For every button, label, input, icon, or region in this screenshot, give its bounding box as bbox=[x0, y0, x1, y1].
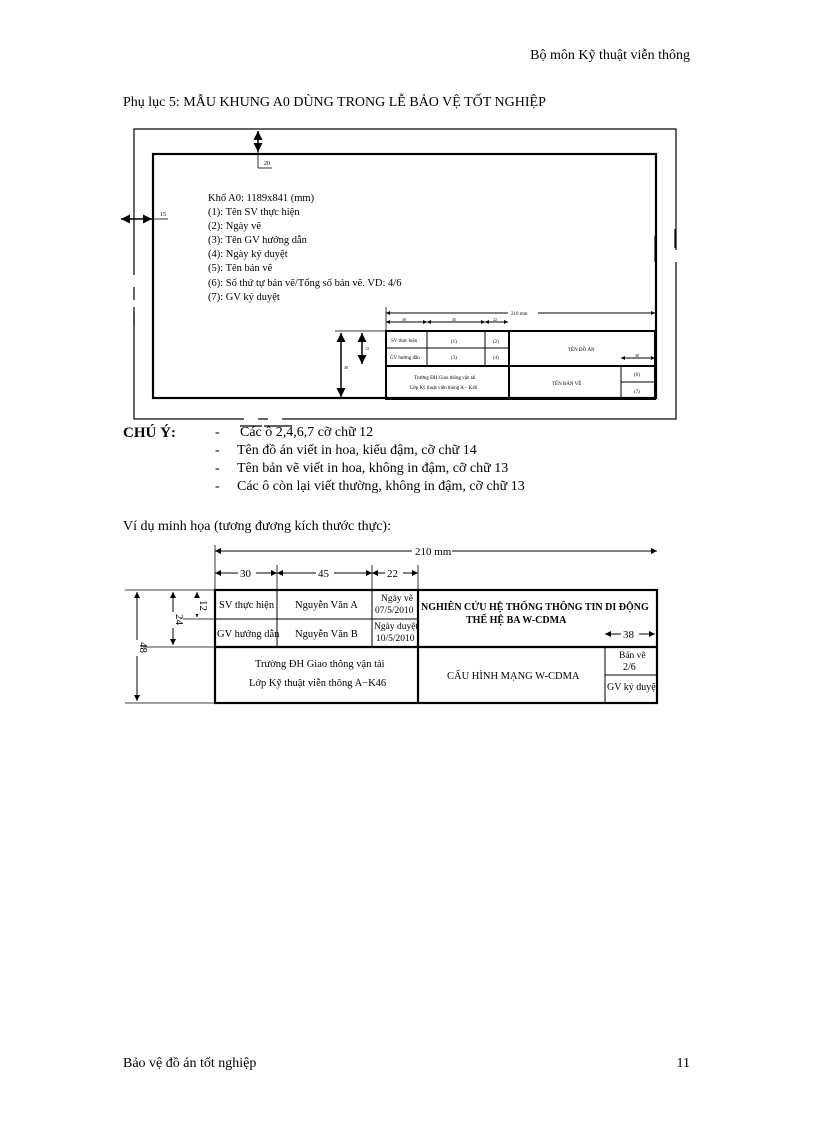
ex-h-small: 12 bbox=[197, 600, 209, 611]
legend-line: (2): Ngày vẽ bbox=[208, 221, 261, 232]
small-cell-6: (6) bbox=[634, 373, 640, 378]
dim-top-label: 20 bbox=[264, 161, 270, 167]
legend-line: (3): Tên GV hướng dẫn bbox=[208, 235, 308, 246]
frame-break-marks bbox=[131, 250, 679, 422]
note-text: Các ô 2,4,6,7 cỡ chữ 12 bbox=[240, 425, 374, 440]
small-right-dim: 38 bbox=[635, 353, 639, 358]
ex-h-mid: 24 bbox=[173, 614, 185, 626]
note-text: Tên đồ án viết in hoa, kiểu đậm, cỡ chữ … bbox=[237, 443, 477, 458]
example-title-block: 210 mm 30 45 22 48 24 12 38 bbox=[125, 544, 659, 705]
legend-line: (7): GV ký duyệt bbox=[208, 292, 280, 303]
small-title-block bbox=[385, 330, 656, 400]
ex-drawing-name: CẤU HÌNH MẠNG W-CDMA bbox=[447, 669, 580, 682]
a0-frame-diagram: 20 15 Khổ A0: 1189x841 (mm) (1): Tên SV … bbox=[121, 128, 679, 427]
ex-col-c: 22 bbox=[387, 568, 398, 580]
ex-width-label: 210 mm bbox=[415, 546, 452, 558]
frame-legend: Khổ A0: 1189x841 (mm) (1): Tên SV thực h… bbox=[208, 193, 401, 303]
ex-school-1: Trường ĐH Giao thông vận tải bbox=[255, 659, 385, 670]
ex-sheet-label: Bản vẽ bbox=[619, 651, 646, 661]
legend-line: (6): Số thứ tự bản vẽ/Tổng số bản vẽ. VD… bbox=[208, 278, 401, 289]
ex-h-total: 48 bbox=[137, 642, 149, 654]
outer-sheet bbox=[133, 128, 677, 420]
appendix-title: Phụ lục 5: MẪU KHUNG A0 DÙNG TRONG LỄ BẢ… bbox=[123, 95, 546, 110]
small-col-c: 22 bbox=[493, 317, 497, 322]
note-item: -Tên bản vẽ viết in hoa, không in đậm, c… bbox=[215, 461, 509, 476]
note-item: -Các ô 2,4,6,7 cỡ chữ 12 bbox=[215, 425, 374, 440]
small-cell-2: (2) bbox=[493, 340, 499, 345]
legend-line: (4): Ngày ký duyệt bbox=[208, 249, 288, 260]
small-project: TÊN ĐỒ ÁN bbox=[568, 347, 595, 353]
small-cell-4: (4) bbox=[493, 356, 499, 361]
ex-project-line-2: THẾ HỆ BA W-CDMA bbox=[466, 613, 567, 626]
small-cell-3: (3) bbox=[451, 356, 457, 361]
dim-left-label: 15 bbox=[160, 212, 166, 218]
legend-line: Khổ A0: 1189x841 (mm) bbox=[208, 193, 315, 204]
ex-date-approve: 10/5/2010 bbox=[376, 634, 415, 644]
footer-title: Bảo vệ đồ án tốt nghiệp bbox=[123, 1056, 257, 1071]
legend-line: (1): Tên SV thực hiện bbox=[208, 207, 300, 218]
ex-sv-name: Nguyễn Văn A bbox=[295, 600, 358, 611]
ex-school-2: Lớp Kỹ thuật viễn thông A−K46 bbox=[249, 678, 386, 689]
page-number: 11 bbox=[676, 1056, 690, 1071]
small-h-total: 48 bbox=[344, 365, 348, 370]
example-title: Ví dụ minh họa (tương đương kích thước t… bbox=[123, 519, 391, 534]
small-school-2: Lớp Kỹ thuật viễn thông A – K46 bbox=[410, 385, 478, 391]
ex-gv-name: Nguyễn Văn B bbox=[295, 629, 358, 640]
ex-date-draw-label: Ngày vẽ bbox=[381, 594, 413, 604]
note-text: Tên bản vẽ viết in hoa, không in đậm, cỡ… bbox=[237, 461, 509, 476]
ex-sv-label: SV thực hiện bbox=[219, 600, 275, 611]
page-header: Bộ môn Kỹ thuật viễn thông bbox=[530, 48, 690, 63]
ex-col-a: 30 bbox=[240, 568, 252, 580]
small-gv-label: GV hướng dẫn bbox=[390, 355, 420, 361]
ex-col-b: 45 bbox=[318, 568, 330, 580]
note-text: Các ô còn lại viết thường, không in đậm,… bbox=[237, 479, 525, 494]
small-sv-label: SV thực hiện bbox=[391, 339, 418, 344]
ex-approver: GV ký duyệt bbox=[607, 682, 659, 693]
inner-frame bbox=[151, 152, 658, 400]
ex-sheet-value: 2/6 bbox=[623, 662, 636, 673]
small-cell-7: (7) bbox=[634, 390, 640, 395]
ex-date-draw: 07/5/2010 bbox=[375, 606, 414, 616]
ex-date-approve-label: Ngày duyệt bbox=[374, 622, 418, 632]
small-width-label: 210 mm bbox=[511, 312, 528, 317]
small-school-1: Trường ĐH Giao thông vận tải bbox=[414, 376, 476, 381]
legend-line: (5): Tên bản vẽ bbox=[208, 263, 273, 274]
small-col-a: 30 bbox=[402, 317, 406, 322]
ex-gv-label: GV hướng dẫn bbox=[217, 629, 280, 640]
small-col-b: 45 bbox=[452, 317, 456, 322]
ex-project-line-1: NGHIÊN CỨU HỆ THỐNG THÔNG TIN DI ĐỘNG bbox=[421, 600, 649, 613]
note-item: -Tên đồ án viết in hoa, kiểu đậm, cỡ chữ… bbox=[215, 443, 477, 458]
notes-title: CHÚ Ý: bbox=[123, 425, 176, 441]
note-item: -Các ô còn lại viết thường, không in đậm… bbox=[215, 479, 525, 494]
small-h-small: 12 bbox=[365, 346, 369, 351]
small-drawing: TÊN BẢN VẼ bbox=[552, 381, 581, 387]
ex-right-dim: 38 bbox=[623, 629, 635, 641]
small-cell-1: (1) bbox=[451, 340, 457, 345]
